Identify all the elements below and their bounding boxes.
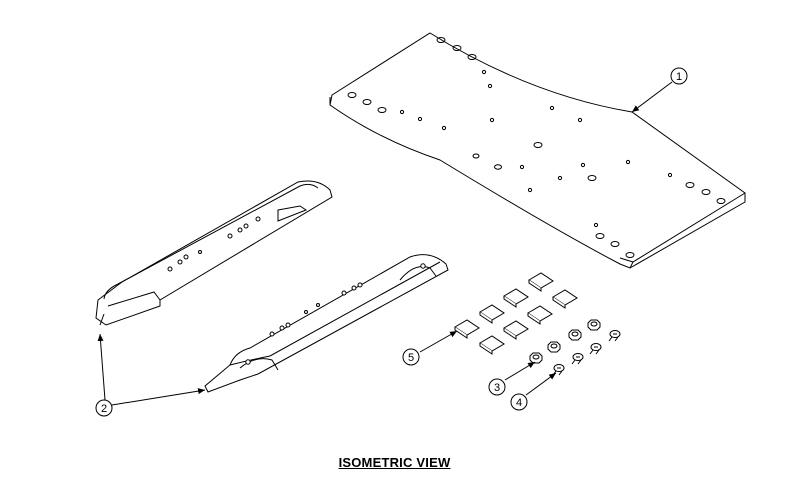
square-pads: [454, 272, 578, 355]
rail-lower-holes: [269, 282, 363, 337]
rail-lower: [204, 254, 449, 393]
balloon-2-label: 2: [101, 403, 107, 415]
balloon-4: 4: [510, 393, 528, 411]
balloon-5: 5: [402, 348, 420, 366]
balloon-5-label: 5: [408, 352, 414, 364]
balloon-4-label: 4: [516, 397, 522, 409]
flat-head-screws: [552, 330, 621, 376]
balloon-1: 1: [670, 67, 688, 85]
balloon-3-label: 3: [494, 382, 500, 394]
rail-upper-holes: [167, 216, 261, 272]
plate-holes: [347, 37, 726, 258]
mounting-plate: [329, 32, 746, 269]
balloon-1-label: 1: [676, 71, 682, 83]
view-title: ISOMETRIC VIEW: [338, 455, 451, 470]
leader-lines: [97, 81, 673, 406]
balloon-3: 3: [488, 378, 506, 396]
balloon-2: 2: [95, 399, 113, 417]
rail-upper: [95, 180, 333, 326]
hex-nuts: [529, 319, 601, 364]
